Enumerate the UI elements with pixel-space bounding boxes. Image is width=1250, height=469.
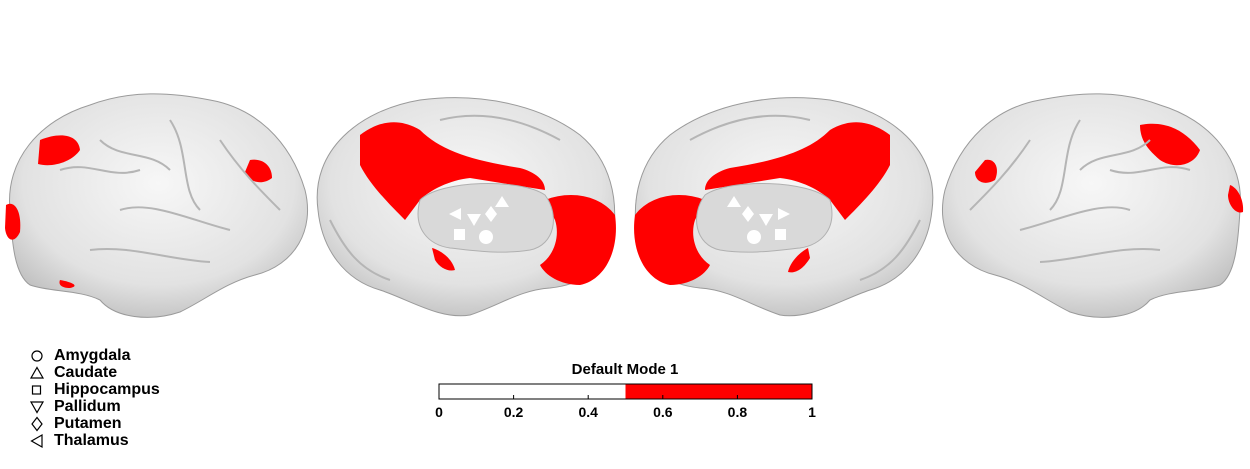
left-lateral-active-region-prefrontal (5, 203, 21, 240)
colorbar-tick-label: 0.2 (504, 404, 524, 420)
legend-label: Caudate (54, 363, 118, 381)
legend-item-thalamus: Thalamus (28, 432, 160, 449)
right-thalamus-marker (778, 208, 790, 220)
legend-label: Hippocampus (54, 380, 160, 398)
left-medial-active-region-precuneus (360, 122, 545, 220)
right-lateral-brain (941, 93, 1244, 318)
left-subcortical-markers (449, 196, 509, 244)
diamond-icon (28, 416, 46, 432)
colorbar-tick-label: 0.6 (653, 404, 673, 420)
brain-surface-views (5, 93, 1244, 318)
colorbar-title: Default Mode 1 (572, 361, 679, 378)
right-hippocampus-marker (775, 229, 786, 240)
right-lateral-active-region-frontal (975, 159, 997, 183)
right-subcortical-markers (727, 196, 790, 244)
left-lateral-active-region-parietal (245, 159, 272, 183)
colorbar: Default Mode 1 0 0.2 0.4 0.6 0.8 1 (435, 361, 816, 420)
triangle-left-icon (28, 433, 46, 449)
legend-item-hippocampus: Hippocampus (28, 381, 160, 398)
right-lateral-active-region-parietal (1140, 123, 1200, 166)
left-lateral-brain (5, 93, 309, 318)
left-medial-brain (316, 97, 616, 317)
legend-label: Thalamus (54, 431, 129, 449)
colorbar-low-segment (439, 384, 626, 399)
legend-label: Amygdala (54, 346, 131, 364)
circle-icon (28, 348, 46, 364)
colorbar-tick-label: 1 (808, 404, 816, 420)
triangle-down-icon (28, 399, 46, 415)
left-putamen-marker (485, 206, 497, 222)
left-subcortical-region (417, 183, 554, 253)
left-medial-active-region-medial-prefrontal (540, 195, 616, 285)
legend-item-caudate: Caudate (28, 364, 160, 381)
legend-label: Pallidum (54, 397, 121, 415)
colorbar-high-segment (625, 384, 812, 399)
right-pallidum-marker (759, 214, 773, 226)
colorbar-tick-label: 0.8 (728, 404, 748, 420)
right-lateral-active-region-prefrontal (1228, 185, 1244, 213)
colorbar-frame (438, 383, 813, 400)
triangle-up-icon (28, 365, 46, 381)
right-medial-active-region-medial-prefrontal (634, 195, 710, 285)
legend-item-amygdala: Amygdala (28, 347, 160, 364)
right-medial-active-region-hippocampal (788, 248, 810, 273)
square-icon (28, 382, 46, 398)
colorbar-tick-label: 0 (435, 404, 443, 420)
right-medial-active-region-precuneus (705, 122, 890, 220)
left-caudate-marker (495, 196, 509, 207)
left-hippocampus-marker (454, 229, 465, 240)
right-putamen-marker (742, 206, 754, 222)
left-lateral-active-region-temporal (59, 280, 75, 288)
left-thalamus-marker (449, 208, 461, 220)
left-amygdala-marker (479, 230, 493, 244)
legend-label: Putamen (54, 414, 122, 432)
left-lateral-active-region-frontal (38, 135, 80, 166)
legend-item-putamen: Putamen (28, 415, 160, 432)
colorbar-tick-label: 0.4 (578, 404, 598, 420)
left-medial-active-region-hippocampal (432, 248, 455, 271)
left-pallidum-marker (467, 214, 481, 226)
legend-item-pallidum: Pallidum (28, 398, 160, 415)
right-amygdala-marker (747, 230, 761, 244)
right-caudate-marker (727, 196, 741, 207)
right-medial-brain (634, 97, 934, 317)
